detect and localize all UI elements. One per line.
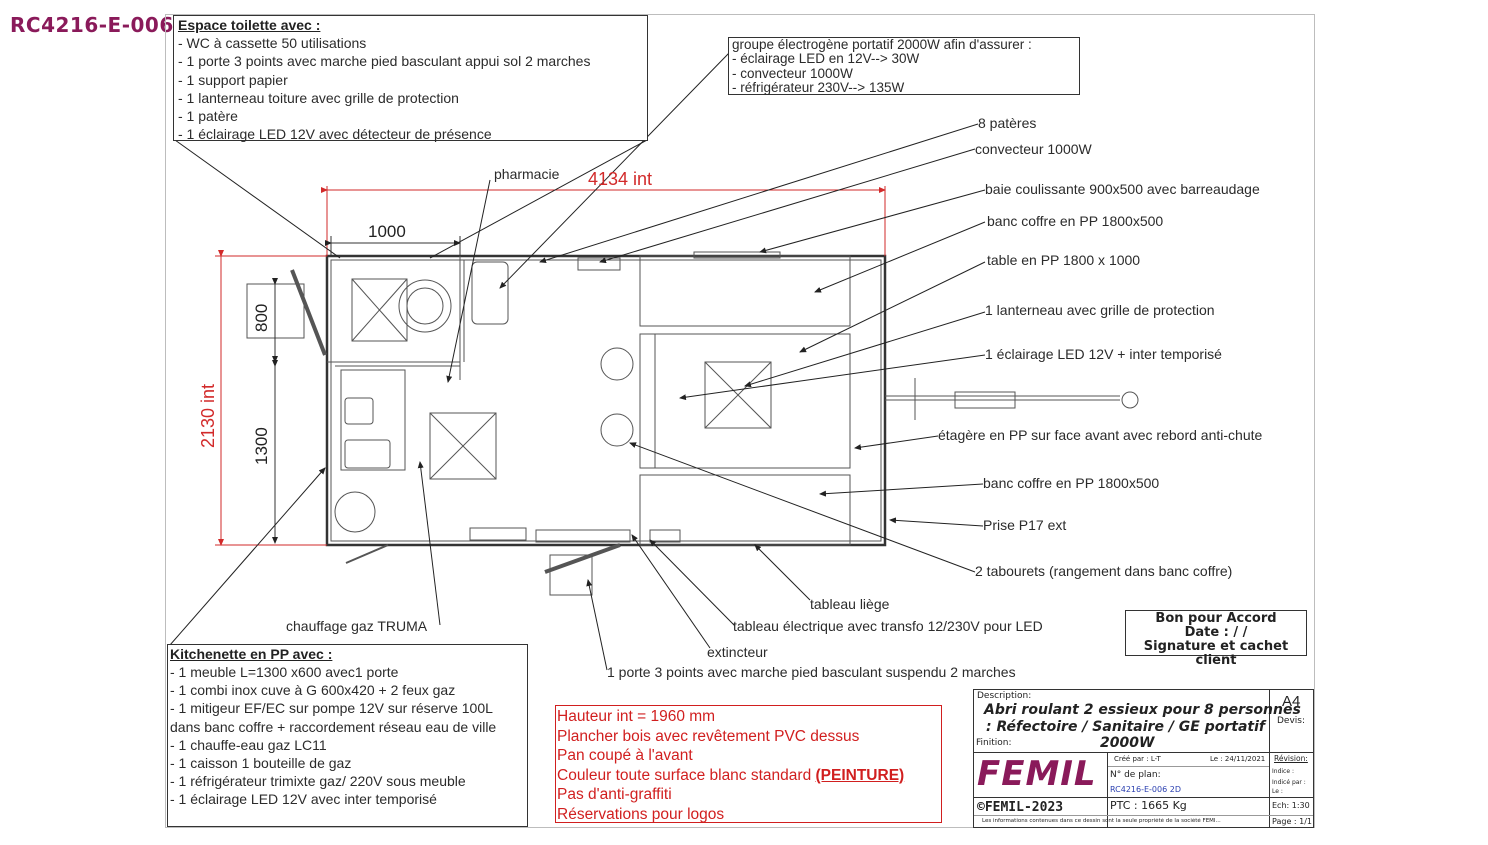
kitchen-spec-item: - 1 meuble L=1300 x600 avec1 porte [170,664,399,680]
toilet-spec-item: - 1 support papier [178,71,288,88]
title-disclaimer: Les informations contenues dans ce dessi… [982,818,1221,824]
note-line: Réservations pour logos [557,805,725,823]
label-pharmacie: pharmacie [494,166,560,182]
kitchen-spec-item: - 1 réfrigérateur trimixte gaz/ 220V sou… [170,773,466,790]
kitchen-spec-item: - 1 chauffe-eau gaz LC11 [170,736,327,753]
generator-spec-box: groupe électrogène portatif 2000W afin d… [728,37,1080,95]
label-convecteur: convecteur 1000W [975,141,1092,157]
label-baie: baie coulissante 900x500 avec barreaudag… [985,181,1260,197]
red-dimension-lines [215,186,886,546]
label-extincteur: extincteur [707,644,768,660]
generator-line: - éclairage LED en 12V--> 30W [732,51,920,67]
toilet-spec-item: - 1 porte 3 points avec marche pied basc… [178,53,591,70]
title-block: Description: Abri roulant 2 essieux pour… [973,689,1314,828]
title-finition-label: Finition: [976,738,1012,748]
label-banc-coffre-2: banc coffre en PP 1800x500 [983,475,1160,491]
label-prise: Prise P17 ext [983,517,1067,533]
note-line: Hauteur int = 1960 mm [557,708,716,725]
toilet-spec-title: Espace toilette avec : [178,17,321,33]
note-line: Couleur toute surface blanc standard [557,766,816,784]
title-indice: Indice : [1272,768,1294,775]
kitchen-spec-item: - 1 caisson 1 bouteille de gaz [170,755,352,772]
title-date: Le : 24/11/2021 [1210,755,1266,763]
kitchen-spec-title: Kitchenette en PP avec : [170,646,333,662]
note-line: Pas d'anti-graffiti [557,786,672,804]
title-devis-label: Devis: [1277,716,1306,726]
label-tableau-liege: tableau liège [810,596,890,612]
generator-line: - réfrigérateur 230V--> 135W [732,79,905,95]
dimension-800: 800 [252,303,271,332]
dimension-1000: 1000 [368,222,406,241]
dimension-1300: 1300 [252,427,271,465]
title-indice-par: Indicé par : [1272,779,1306,786]
title-indice-le: Le : [1272,788,1283,795]
approval-line: Date : / / [1184,625,1248,640]
kitchen-spec-box: Kitchenette en PP avec : - 1 meuble L=13… [167,644,528,827]
title-desc-line2: : Réfectoire / Sanitaire / GE portatif [986,719,1265,735]
label-pateres: 8 patères [978,115,1037,131]
length-dimension-label: 4134 int [588,169,653,189]
title-copyright: ©FEMIL-2023 [977,800,1064,815]
generator-line: groupe électrogène portatif 2000W afin d… [732,37,1032,52]
label-porte-2: 1 porte 3 points avec marche pied bascul… [607,664,1016,680]
label-tableau-electrique: tableau électrique avec transfo 12/230V … [733,618,1043,634]
leader-lines [169,51,986,671]
toilet-spec-item: - 1 éclairage LED 12V avec détecteur de … [178,126,492,143]
label-banc-coffre-1: banc coffre en PP 1800x500 [987,213,1164,229]
title-created-by: Créé par : L-T [1114,755,1161,763]
title-revision-label: Révision: [1274,754,1308,763]
title-desc-label: Description: [977,691,1032,701]
label-chauffage: chauffage gaz TRUMA [286,618,428,634]
approval-line: Signature et cachet client [1143,639,1289,668]
title-desc-line3: 2000W [1100,735,1155,751]
note-emphasis: (PEINTURE) [815,766,905,784]
kitchen-spec-item: - 1 éclairage LED 12V avec inter tempori… [170,791,437,808]
toilet-spec-item: - 1 patère [178,108,238,125]
title-plan-label: N° de plan: [1110,770,1161,780]
kitchen-spec-item: - 1 mitigeur EF/EC sur pompe 12V sur rés… [170,700,497,735]
toilet-spec-box: Espace toilette avec : - WC à cassette 5… [173,15,648,143]
drawing-reference-code: RC4216-E-006 [10,13,174,37]
notes-box: Hauteur int = 1960 mm Plancher bois avec… [555,705,942,823]
generator-line: - convecteur 1000W [732,65,853,81]
label-eclairage: 1 éclairage LED 12V + inter temporisé [985,346,1222,362]
label-tabourets: 2 tabourets (rangement dans banc coffre) [975,563,1233,579]
toilet-spec-item: - WC à cassette 50 utilisations [178,35,367,51]
title-scale: Ech: 1:30 [1272,801,1310,810]
title-format: A4 [1282,693,1301,710]
label-lanterneau: 1 lanterneau avec grille de protection [985,302,1215,318]
cabin-walls [325,254,887,547]
kitchen-spec-item: - 1 combi inox cuve à G 600x420 + 2 feux… [170,682,456,699]
title-plan-number: RC4216-E-006 2D [1110,785,1181,794]
title-page: Page : 1/1 [1272,817,1313,826]
title-desc-line1: Abri roulant 2 essieux pour 8 personnes [984,702,1301,718]
sheet-frame [165,14,1315,828]
note-line: Plancher bois avec revêtement PVC dessus [557,727,860,745]
femil-logo: FEMIL [977,754,1097,794]
approval-line: Bon pour Accord [1155,611,1277,626]
title-ptc: PTC : 1665 Kg [1110,799,1187,812]
label-table: table en PP 1800 x 1000 [987,252,1141,268]
approval-box: Bon pour Accord Date : / / Signature et … [1125,610,1307,668]
note-line: Pan coupé à l'avant [557,747,693,765]
toilet-spec-item: - 1 lanterneau toiture avec grille de pr… [178,89,459,106]
width-dimension-label: 2130 int [198,383,218,448]
label-etagere: étagère en PP sur face avant avec rebord… [938,427,1263,443]
black-dimension-lines [272,236,461,544]
